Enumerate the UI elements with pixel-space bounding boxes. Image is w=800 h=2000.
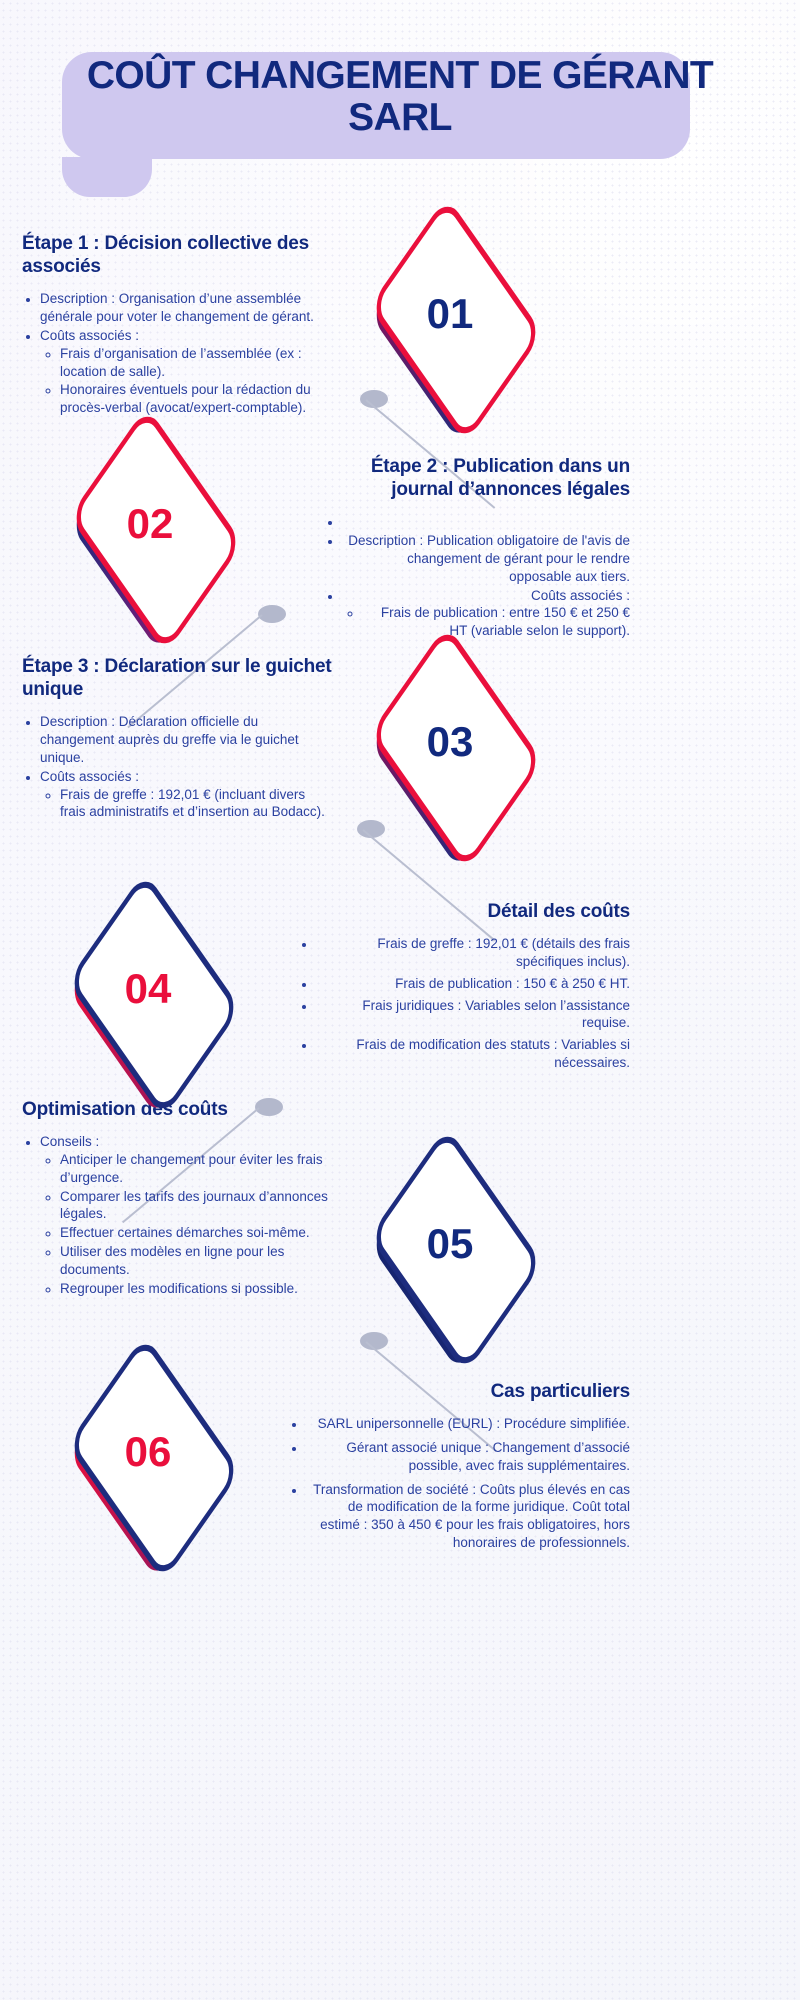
- list-item: Coûts associés : Frais de greffe : 192,0…: [40, 768, 332, 821]
- list-item-text: Coûts associés :: [530, 587, 630, 603]
- list-item: Coûts associés : Frais d’organisation de…: [40, 327, 332, 417]
- badge-06-number: 06: [124, 1428, 172, 1475]
- list-item-empty: [342, 513, 630, 531]
- section-step-3-heading: Étape 3 : Déclaration sur le guichet uni…: [22, 656, 332, 701]
- sub-list-item: Frais d’organisation de l’assemblée (ex …: [60, 345, 332, 381]
- section-details-list: Frais de greffe : 192,01 € (détails des …: [290, 935, 630, 1072]
- section-step-2: Étape 2 : Publication dans un journal d’…: [318, 455, 630, 641]
- badge-06: 06: [48, 1333, 248, 1583]
- sub-list: Frais d’organisation de l’assemblée (ex …: [40, 345, 332, 417]
- sub-list: Frais de publication : entre 150 € et 25…: [342, 604, 630, 640]
- section-optimisation: Optimisation des coûts Conseils : Antici…: [22, 1098, 352, 1298]
- page-title: COÛT CHANGEMENT DE GÉRANT SARL: [86, 54, 714, 139]
- badge-03: 03: [350, 623, 550, 873]
- list-item: Description : Organisation d’une assembl…: [40, 290, 332, 326]
- list-item: Coûts associés : Frais de publication : …: [342, 587, 630, 640]
- sub-list-item: Comparer les tarifs des journaux d’annon…: [60, 1188, 352, 1224]
- section-step-3-list: Description : Déclaration officielle du …: [22, 713, 332, 821]
- section-cas-particuliers-list: SARL unipersonnelle (EURL) : Procédure s…: [280, 1415, 630, 1552]
- sub-list-item: Utiliser des modèles en ligne pour les d…: [60, 1243, 352, 1279]
- section-details-heading: Détail des coûts: [487, 901, 630, 922]
- section-step-1-list: Description : Organisation d’une assembl…: [22, 290, 332, 417]
- sub-list-item: Effectuer certaines démarches soi-même.: [60, 1224, 352, 1242]
- section-optimisation-list: Conseils : Anticiper le changement pour …: [22, 1133, 352, 1297]
- badge-04: 04: [48, 870, 248, 1120]
- badge-04-number: 04: [124, 965, 172, 1012]
- list-item-text: Description : Organisation d’une assembl…: [40, 291, 314, 325]
- list-item: Frais de publication : 150 € à 250 € HT.: [316, 975, 630, 993]
- section-step-3: Étape 3 : Déclaration sur le guichet uni…: [22, 655, 332, 822]
- badge-01-number: 01: [426, 290, 474, 337]
- badge-02-number: 02: [126, 500, 174, 547]
- list-item-text: Conseils :: [40, 1134, 100, 1150]
- section-step-1: Étape 1 : Décision collective des associ…: [22, 232, 332, 418]
- list-item: Description : Publication obligatoire de…: [342, 532, 630, 585]
- badge-05: 05: [350, 1125, 550, 1375]
- sub-list-item: Anticiper le changement pour éviter les …: [60, 1151, 352, 1187]
- section-step-2-heading: Étape 2 : Publication dans un journal d’…: [370, 456, 630, 501]
- badge-03-number: 03: [426, 718, 474, 765]
- sub-list-item: Honoraires éventuels pour la rédaction d…: [60, 381, 332, 417]
- list-item: Frais de modification des statuts : Vari…: [316, 1036, 630, 1072]
- list-item: SARL unipersonnelle (EURL) : Procédure s…: [306, 1415, 630, 1433]
- list-item: Frais de greffe : 192,01 € (détails des …: [316, 935, 630, 971]
- list-item: Transformation de société : Coûts plus é…: [306, 1481, 630, 1552]
- section-step-2-list: Description : Publication obligatoire de…: [318, 513, 630, 640]
- section-step-1-heading: Étape 1 : Décision collective des associ…: [22, 233, 309, 278]
- connector-dot: [258, 605, 286, 623]
- sub-list: Anticiper le changement pour éviter les …: [40, 1151, 352, 1298]
- section-cas-particuliers-heading: Cas particuliers: [490, 1381, 631, 1402]
- list-item: Gérant associé unique : Changement d’ass…: [306, 1439, 630, 1475]
- list-item: Description : Déclaration officielle du …: [40, 713, 332, 766]
- sub-list: Frais de greffe : 192,01 € (incluant div…: [40, 786, 332, 822]
- badge-05-number: 05: [426, 1220, 474, 1267]
- list-item-text: Coûts associés :: [40, 768, 140, 784]
- list-item: Frais juridiques : Variables selon l’ass…: [316, 997, 630, 1033]
- sub-list-item: Frais de publication : entre 150 € et 25…: [362, 604, 630, 640]
- sub-list-item: Frais de greffe : 192,01 € (incluant div…: [60, 786, 332, 822]
- list-item-text: Coûts associés :: [40, 327, 140, 343]
- title-banner: [62, 52, 690, 197]
- sub-list-item: Regrouper les modifications si possible.: [60, 1280, 352, 1298]
- badge-02: 02: [50, 405, 250, 655]
- section-optimisation-heading: Optimisation des coûts: [22, 1099, 228, 1120]
- badge-01: 01: [350, 195, 550, 445]
- section-cas-particuliers: Cas particuliers SARL unipersonnelle (EU…: [280, 1380, 630, 1553]
- section-details: Détail des coûts Frais de greffe : 192,0…: [290, 900, 630, 1076]
- list-item: Conseils : Anticiper le changement pour …: [40, 1133, 352, 1297]
